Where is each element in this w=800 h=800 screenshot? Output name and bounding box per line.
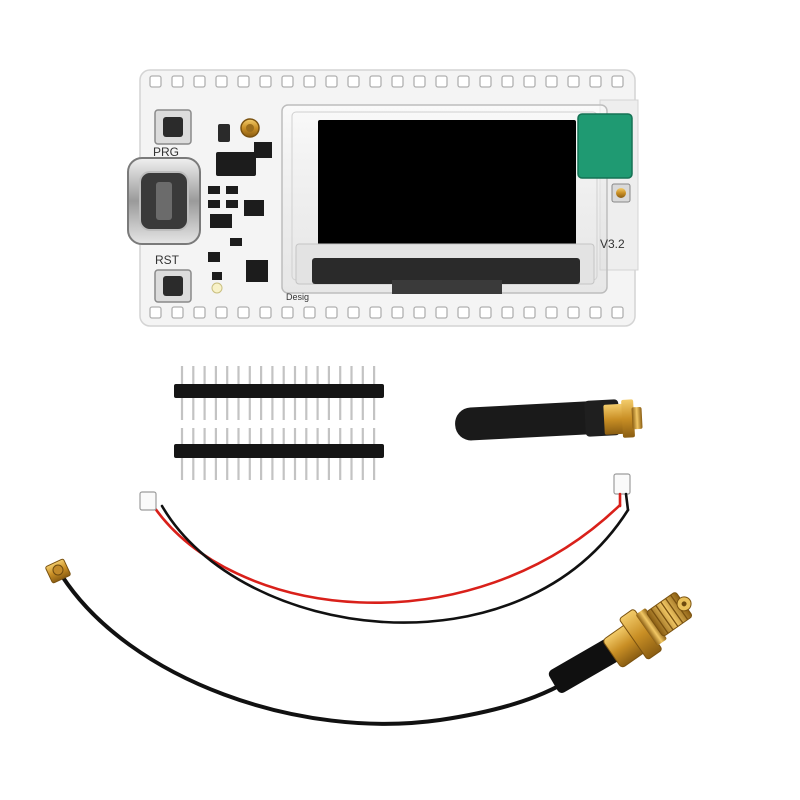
rf-shield	[577, 113, 633, 179]
sma-connector	[603, 592, 692, 668]
oled-module	[281, 104, 608, 294]
oled-ribbon	[312, 258, 580, 284]
ipex-to-sma-cable-icon	[45, 558, 692, 726]
usb-c-port-icon	[127, 157, 201, 245]
ipex-connector-board	[611, 183, 631, 203]
prg-button	[154, 109, 192, 145]
ipex-connector-end	[45, 558, 71, 584]
dev-board: PRG RST	[127, 69, 639, 327]
pin-header-top	[174, 366, 384, 420]
oled-screen	[318, 120, 576, 248]
ribbon-tail	[392, 280, 502, 294]
rst-button	[154, 269, 192, 303]
rubber-duck-antenna-icon	[455, 399, 643, 441]
brand-fragment: Desig	[286, 292, 309, 302]
crystal-center	[246, 124, 254, 132]
prg-label: PRG	[153, 145, 179, 159]
smd-components	[208, 124, 272, 282]
pin-header-bottom	[174, 428, 384, 480]
bottom-pin-holes	[149, 306, 624, 319]
version-label: V3.2	[600, 237, 625, 251]
led-white	[211, 282, 223, 294]
rst-label: RST	[155, 253, 180, 267]
top-pin-holes	[149, 75, 624, 88]
battery-cable	[139, 473, 631, 624]
